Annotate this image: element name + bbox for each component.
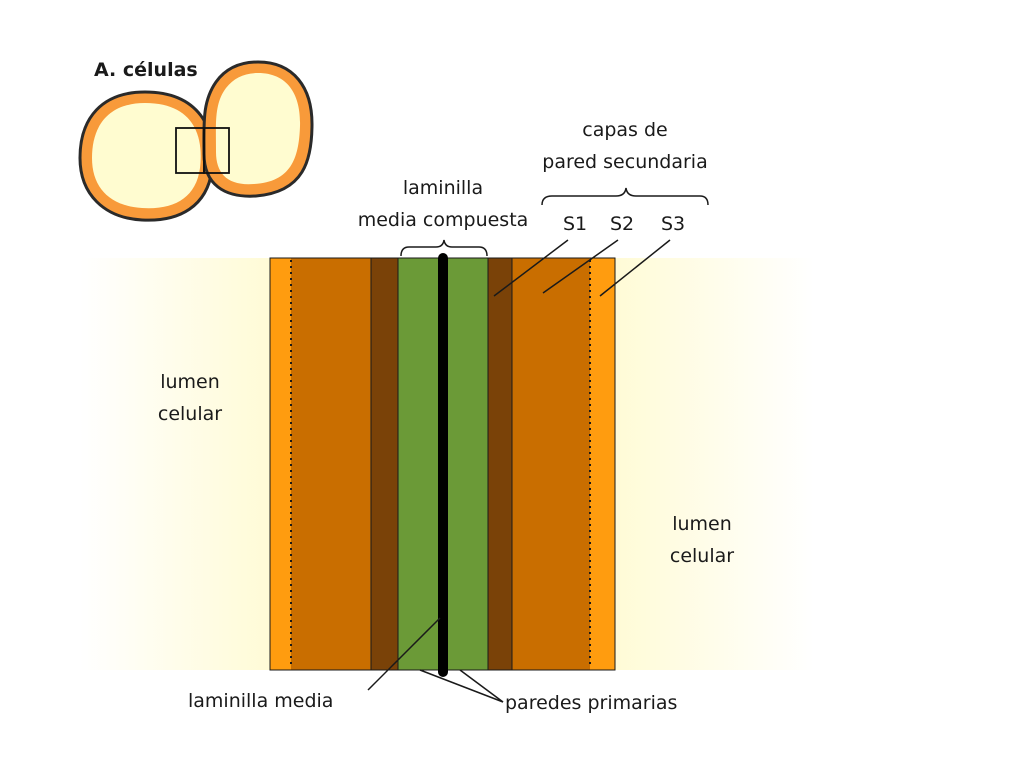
compound-middle-lamella-line2: media compuesta bbox=[357, 209, 529, 231]
lumen-right-line2: celular bbox=[669, 545, 735, 567]
cell-left-interior bbox=[92, 103, 201, 209]
lumen-left-label: lumen celular bbox=[140, 366, 240, 430]
pointer-s2 bbox=[542, 239, 619, 294]
s3-layer-left bbox=[270, 258, 291, 670]
brace-compound-middle-lamella bbox=[400, 239, 488, 257]
primary-wall-right bbox=[448, 258, 488, 670]
lumen-right-line1: lumen bbox=[672, 513, 732, 535]
primary-wall-left bbox=[398, 258, 438, 670]
compound-middle-lamella-label: laminilla media compuesta bbox=[340, 172, 546, 236]
secondary-wall-label: capas de pared secundaria bbox=[520, 114, 730, 178]
compound-middle-lamella-line1: laminilla bbox=[402, 177, 484, 199]
lumen-left-area bbox=[80, 258, 272, 670]
pointer-middle-lamella bbox=[367, 617, 441, 691]
label-s1: S1 bbox=[563, 213, 588, 235]
pointer-primary-wall-right bbox=[459, 669, 504, 703]
cells-label: A. células bbox=[94, 59, 198, 81]
pointer-primary-wall-left bbox=[419, 669, 504, 703]
label-s3: S3 bbox=[661, 213, 686, 235]
s2-layer-left bbox=[291, 258, 371, 670]
s2-layer-right bbox=[512, 258, 590, 670]
lumen-right-label: lumen celular bbox=[652, 508, 752, 572]
zoom-box-right bbox=[203, 127, 230, 174]
secondary-wall-line2: pared secundaria bbox=[542, 151, 708, 173]
lumen-right-area bbox=[614, 258, 814, 670]
lumen-left-line1: lumen bbox=[160, 371, 220, 393]
label-s2: S2 bbox=[610, 213, 635, 235]
cell-right-interior bbox=[215, 73, 301, 185]
cells-inset bbox=[78, 60, 314, 222]
pointer-s1 bbox=[493, 239, 569, 297]
primary-walls-label: paredes primarias bbox=[505, 692, 678, 714]
s1-layer-left bbox=[371, 258, 398, 670]
lumen-left-line2: celular bbox=[157, 403, 223, 425]
middle-lamella-label: laminilla media bbox=[188, 690, 334, 712]
s1-layer-right bbox=[488, 258, 512, 670]
secondary-wall-line1: capas de bbox=[582, 119, 668, 141]
s3-layer-right bbox=[590, 258, 615, 670]
pointer-s3 bbox=[599, 239, 671, 297]
brace-secondary-wall bbox=[541, 187, 709, 206]
